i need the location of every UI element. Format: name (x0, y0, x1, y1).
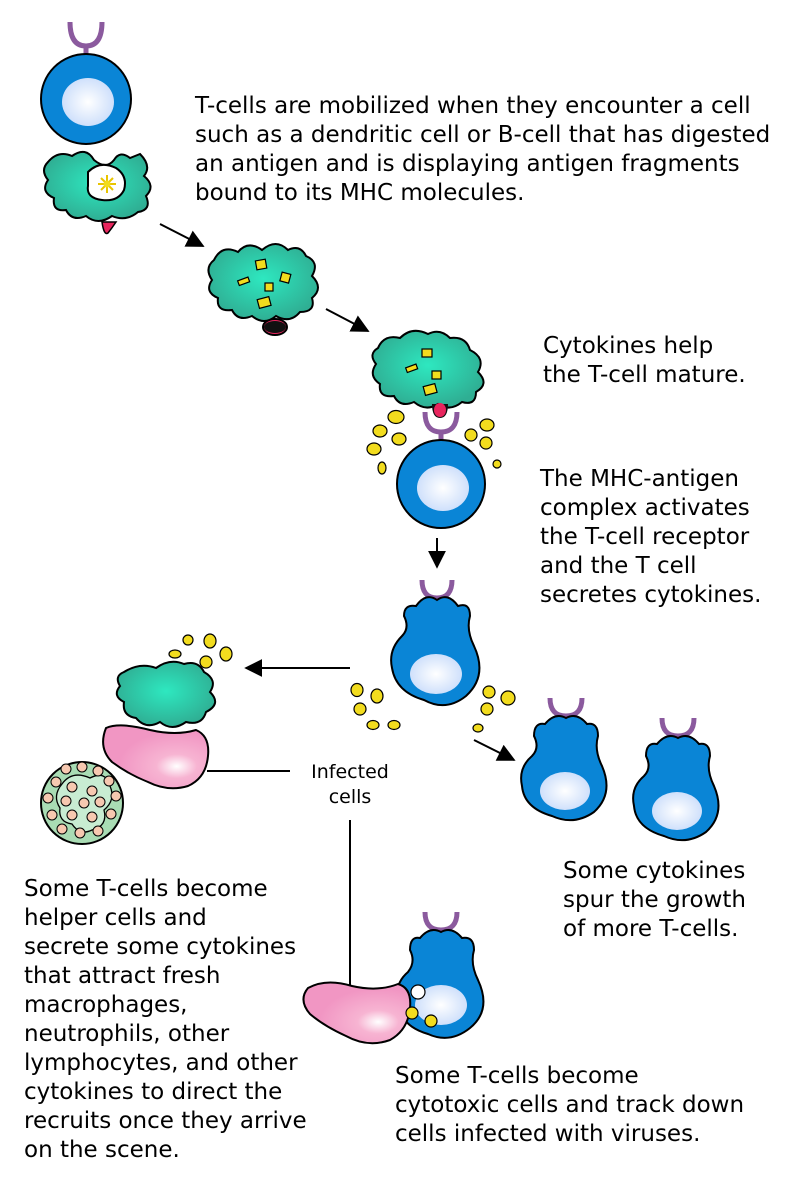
macrophage-icon (40, 761, 124, 845)
infected-cell-icon (102, 724, 210, 790)
caption-helper: Some T-cells become helper cells and sec… (24, 876, 307, 1163)
dendritic-cell-icon (115, 660, 217, 728)
t-cell-icon (40, 21, 132, 145)
arrow-icon (325, 308, 370, 332)
dendritic-cell-icon (43, 150, 152, 235)
infected-cells-label: Infected cells (295, 760, 405, 810)
caption-cytotoxic: Some T-cells become cytotoxic cells and … (395, 1063, 745, 1147)
caption-mobilized: T-cells are mobilized when they encounte… (195, 93, 771, 206)
t-cell-icon (520, 697, 608, 822)
infected-cell-icon (302, 981, 412, 1045)
t-cell-icon (390, 579, 481, 707)
t-cell-icon (396, 911, 485, 1039)
caption-activates: The MHC-antigen complex activates the T-… (540, 466, 762, 608)
t-cell-icon (632, 717, 720, 842)
dendritic-cell-icon (207, 243, 319, 336)
t-cell-icon (396, 411, 486, 529)
cytokine-icon (168, 633, 233, 669)
dendritic-cell-icon (371, 329, 485, 418)
cytokine-icon (350, 682, 516, 733)
arrow-icon (473, 739, 516, 761)
caption-cytokines-help: Cytokines help the T-cell mature. (543, 333, 746, 388)
cytokine-icon (405, 984, 438, 1028)
arrow-icon (159, 223, 205, 247)
caption-growth: Some cytokines spur the growth of more T… (563, 858, 747, 942)
cytokine-icon (366, 409, 502, 475)
